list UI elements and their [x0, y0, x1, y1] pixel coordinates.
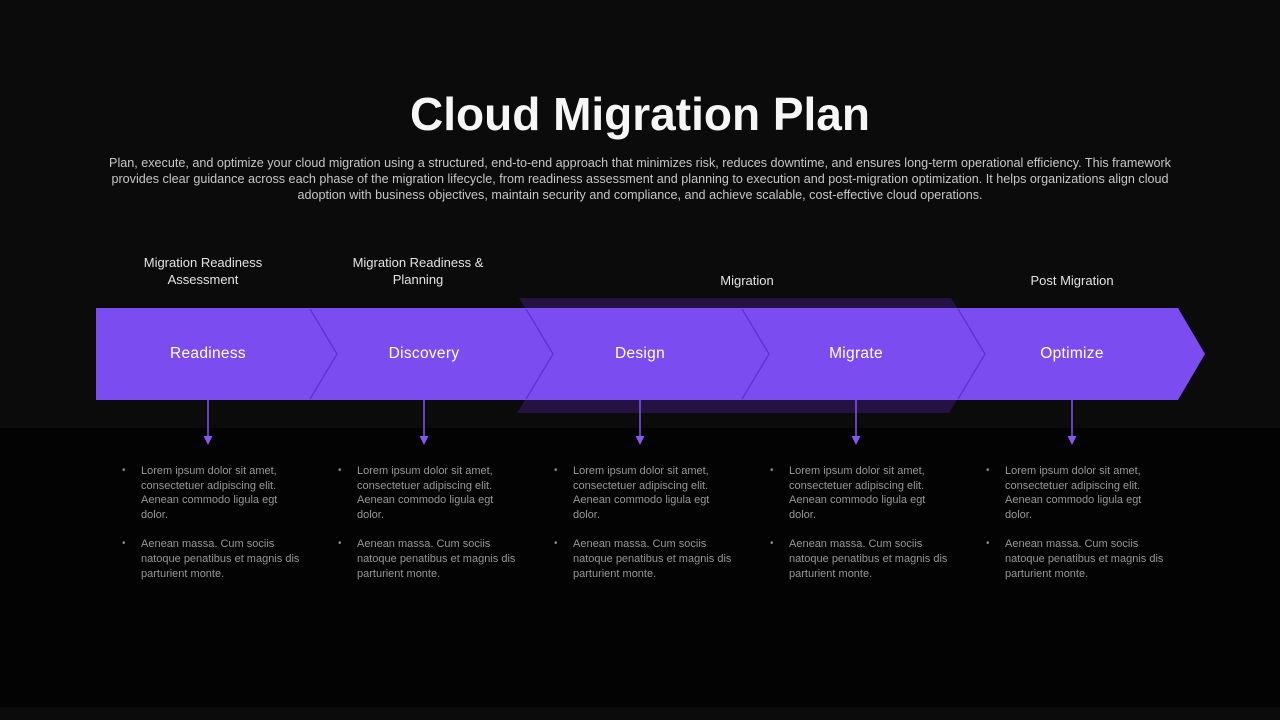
- bullet-marker: •: [554, 465, 558, 476]
- step-notes-optimize: • Lorem ipsum dolor sit amet, consectetu…: [986, 464, 1166, 596]
- bullet-text: Lorem ipsum dolor sit amet, consectetuer…: [357, 465, 494, 521]
- list-item: • Lorem ipsum dolor sit amet, consectetu…: [122, 464, 302, 522]
- bullet-marker: •: [122, 465, 126, 476]
- bullet-marker: •: [770, 465, 774, 476]
- bullet-marker: •: [770, 538, 774, 550]
- phase-header-migration-readiness-assessment: Migration Readiness Assessment: [143, 255, 263, 287]
- bullet-text: Aenean massa. Cum sociis natoque penatib…: [573, 538, 732, 580]
- list-item: • Aenean massa. Cum sociis natoque penat…: [122, 537, 302, 581]
- phase-header-post-migration: Post Migration: [1030, 273, 1114, 288]
- arrow-segment-labels: Readiness Discovery Design Migrate Optim…: [100, 308, 1180, 400]
- list-item: • Aenean massa. Cum sociis natoque penat…: [554, 537, 734, 581]
- list-item: • Aenean massa. Cum sociis natoque penat…: [986, 537, 1166, 581]
- bullet-marker: •: [338, 465, 342, 476]
- bullet-marker: •: [554, 538, 558, 550]
- arrow-segment-discovery: Discovery: [388, 345, 460, 362]
- slide-description: Plan, execute, and optimize your cloud m…: [109, 155, 1171, 202]
- arrow-segment-readiness: Readiness: [170, 345, 246, 362]
- arrow-segment-optimize: Optimize: [1040, 345, 1104, 362]
- list-item: • Lorem ipsum dolor sit amet, consectetu…: [554, 464, 734, 522]
- phase-header-migration-readiness-planning: Migration Readiness & Planning: [352, 255, 484, 287]
- list-item: • Aenean massa. Cum sociis natoque penat…: [338, 537, 518, 581]
- bullet-text: Aenean massa. Cum sociis natoque penatib…: [357, 538, 516, 580]
- bullet-text: Lorem ipsum dolor sit amet, consectetuer…: [1005, 465, 1142, 521]
- list-item: • Lorem ipsum dolor sit amet, consectetu…: [770, 464, 950, 522]
- list-item: • Aenean massa. Cum sociis natoque penat…: [770, 537, 950, 581]
- bullet-marker: •: [338, 538, 342, 550]
- arrow-segment-migrate: Migrate: [829, 345, 883, 362]
- phase-header-migration: Migration: [720, 273, 774, 288]
- arrow-segment-design: Design: [614, 345, 666, 362]
- page-title: Cloud Migration Plan: [410, 87, 870, 140]
- list-item: • Lorem ipsum dolor sit amet, consectetu…: [986, 464, 1166, 522]
- bullet-text: Lorem ipsum dolor sit amet, consectetuer…: [789, 465, 926, 521]
- bullet-text: Lorem ipsum dolor sit amet, consectetuer…: [141, 465, 278, 521]
- bullet-text: Lorem ipsum dolor sit amet, consectetuer…: [573, 465, 710, 521]
- bullet-marker: •: [122, 538, 126, 550]
- bullet-marker: •: [986, 465, 990, 476]
- step-notes-readiness: • Lorem ipsum dolor sit amet, consectetu…: [122, 464, 302, 596]
- bullet-marker: •: [986, 538, 990, 550]
- list-item: • Lorem ipsum dolor sit amet, consectetu…: [338, 464, 518, 522]
- step-notes-discovery: • Lorem ipsum dolor sit amet, consectetu…: [338, 464, 518, 596]
- bullet-text: Aenean massa. Cum sociis natoque penatib…: [141, 538, 300, 580]
- step-notes-migrate: • Lorem ipsum dolor sit amet, consectetu…: [770, 464, 950, 596]
- bullet-text: Aenean massa. Cum sociis natoque penatib…: [789, 538, 948, 580]
- step-notes-design: • Lorem ipsum dolor sit amet, consectetu…: [554, 464, 734, 596]
- lower-content-panel: [0, 428, 1280, 707]
- bullet-text: Aenean massa. Cum sociis natoque penatib…: [1005, 538, 1164, 580]
